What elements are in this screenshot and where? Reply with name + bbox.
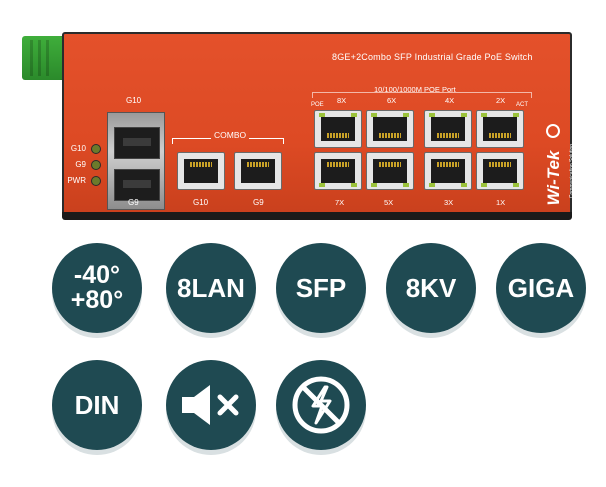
- combo-label: COMBO: [211, 130, 250, 140]
- poe-port-3[interactable]: [424, 152, 472, 190]
- led-indicator: [92, 176, 100, 185]
- brand-subtitle: Communication Solution: [569, 143, 575, 199]
- badge-lan: 8LAN: [166, 243, 256, 333]
- poe-top-label: 4X: [445, 96, 455, 105]
- sfp-cage: [107, 112, 165, 210]
- led-indicator: [92, 160, 100, 169]
- sfp-bottom-label: G9: [128, 198, 139, 207]
- poe-port-7[interactable]: [314, 152, 362, 190]
- poe-port-6[interactable]: [366, 110, 414, 148]
- badge-sfp-text: SFP: [295, 273, 347, 303]
- led-g9: G9: [58, 160, 100, 169]
- poe-bottom-label: 5X: [384, 198, 394, 207]
- badge-surge: 8KV: [386, 243, 476, 333]
- badge-lightning: [276, 360, 366, 450]
- badge-fanless: [166, 360, 256, 450]
- poe-port-2[interactable]: [476, 110, 524, 148]
- poe-top-label: 8X: [337, 96, 347, 105]
- led-label: PWR: [67, 176, 86, 185]
- sfp-top-label: G10: [126, 96, 142, 105]
- combo-port-label: G10: [193, 198, 209, 207]
- switch-front-panel: 8GE+2Combo SFP Industrial Grade PoE Swit…: [62, 32, 575, 217]
- lightning-protection-icon: [292, 376, 350, 434]
- act-indicator-label: ACT: [516, 102, 528, 108]
- poe-port-4[interactable]: [424, 110, 472, 148]
- combo-port-g9[interactable]: [234, 152, 282, 190]
- sfp-slot-g10[interactable]: [114, 127, 160, 159]
- poe-bottom-label: 1X: [496, 198, 506, 207]
- led-indicator: [92, 144, 100, 153]
- poe-top-label: 6X: [387, 96, 397, 105]
- badge-giga: GIGA: [496, 243, 586, 333]
- combo-port-label: G9: [253, 198, 264, 207]
- poe-port-1[interactable]: [476, 152, 524, 190]
- badge-temperature: -40° +80°: [52, 243, 142, 333]
- wifi-icon: [546, 124, 560, 138]
- badge-temperature-line1: -40°: [73, 260, 121, 289]
- speaker-muted-icon: [182, 385, 239, 425]
- badge-giga-text: GIGA: [507, 273, 575, 303]
- poe-top-bracket: [312, 92, 532, 98]
- led-label: G9: [75, 160, 86, 169]
- badge-temperature-line2: +80°: [70, 286, 124, 314]
- badge-din-text: DIN: [74, 390, 120, 420]
- led-pwr: PWR: [58, 176, 100, 185]
- badge-surge-text: 8KV: [405, 273, 457, 303]
- poe-indicator-label: POE: [311, 102, 324, 108]
- device-title: 8GE+2Combo SFP Industrial Grade PoE Swit…: [332, 52, 533, 62]
- sfp-slot-g9[interactable]: [114, 169, 160, 201]
- badge-sfp: SFP: [276, 243, 366, 333]
- combo-port-g10[interactable]: [177, 152, 225, 190]
- poe-bottom-label: 7X: [335, 198, 345, 207]
- poe-port-title: 10/100/1000M POE Port: [374, 85, 456, 94]
- led-label: G10: [70, 144, 86, 153]
- badge-din: DIN: [52, 360, 142, 450]
- badge-lan-text: 8LAN: [177, 273, 245, 303]
- brand-logo: Wi-Tek Communication Solution: [536, 124, 575, 216]
- led-g10: G10: [58, 144, 100, 153]
- device-base: [62, 212, 572, 220]
- badge-temperature-text: -40° +80°: [70, 260, 124, 314]
- poe-top-label: 2X: [496, 96, 506, 105]
- poe-port-5[interactable]: [366, 152, 414, 190]
- din-rail-clip: [22, 36, 66, 80]
- poe-port-8[interactable]: [314, 110, 362, 148]
- poe-bottom-label: 3X: [444, 198, 454, 207]
